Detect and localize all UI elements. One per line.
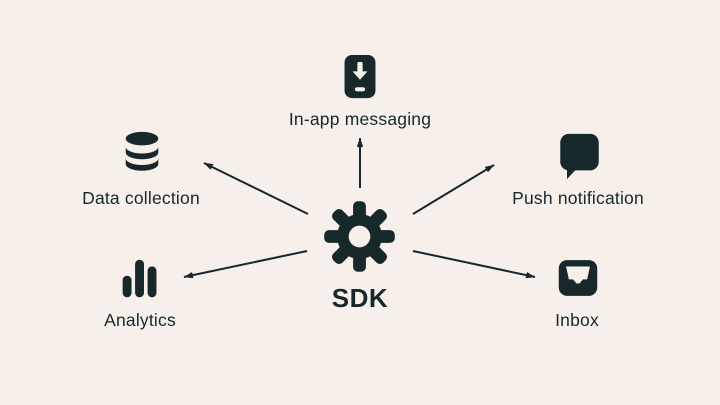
in-app-messaging-label: In-app messaging	[288, 109, 432, 129]
arrow-to-push-notification	[412, 164, 495, 215]
arrow-to-analytics	[183, 250, 308, 279]
data-collection-label: Data collection	[82, 188, 200, 208]
arrow-to-inbox	[412, 250, 536, 279]
arrow-to-data-collection	[203, 162, 309, 215]
inbox-tray-icon	[558, 260, 598, 296]
mobile-download-icon	[344, 54, 376, 99]
database-icon	[125, 131, 159, 171]
node-data-collection	[119, 130, 165, 176]
chat-bubble-icon	[560, 133, 599, 180]
push-notification-label: Push notification	[512, 188, 644, 208]
node-inbox	[556, 254, 600, 301]
analytics-label: Analytics	[104, 310, 176, 330]
node-push-notification	[556, 131, 603, 181]
gear-icon	[324, 201, 395, 272]
node-analytics	[117, 256, 162, 301]
inbox-label: Inbox	[555, 310, 599, 330]
sdk-label: SDK	[331, 283, 389, 313]
node-in-app-messaging	[343, 54, 377, 99]
bar-chart-icon	[122, 259, 157, 298]
node-sdk-center	[321, 198, 398, 275]
